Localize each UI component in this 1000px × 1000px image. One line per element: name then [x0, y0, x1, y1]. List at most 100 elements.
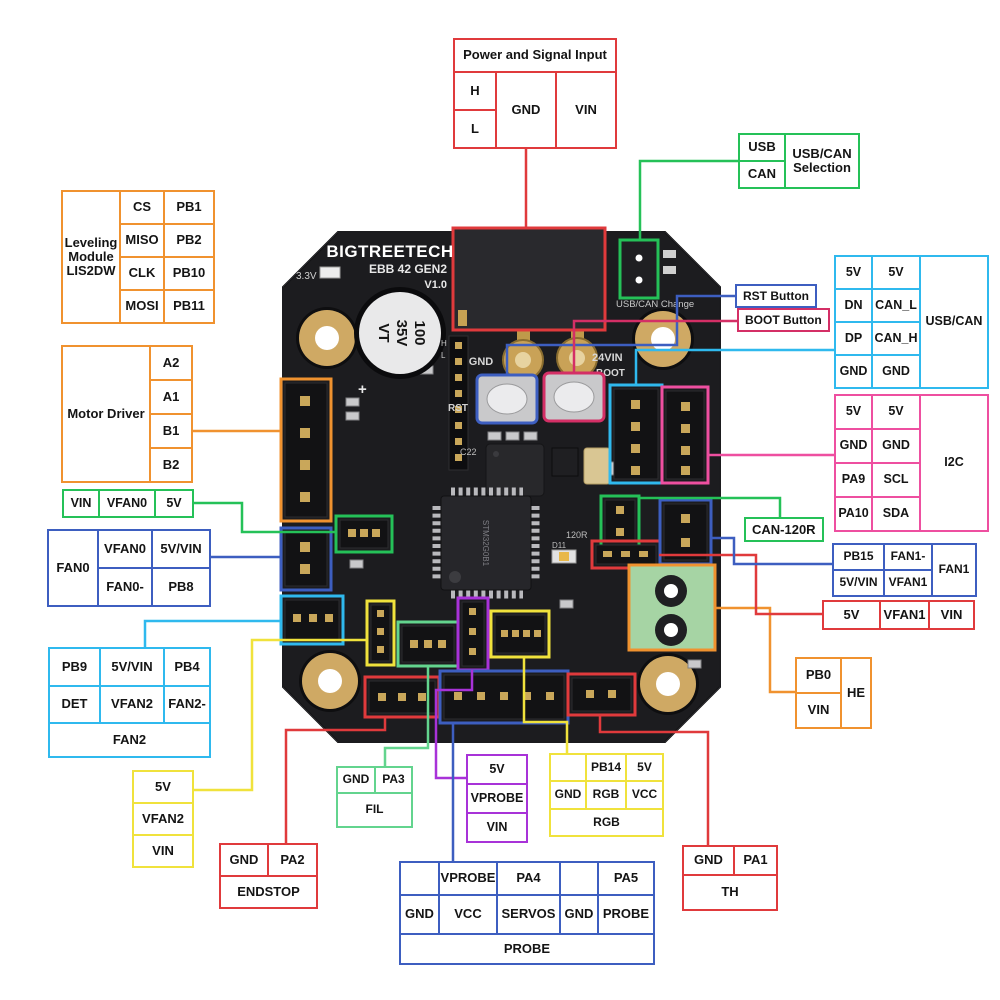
fan0-power-table: VIN VFAN0 5V: [62, 489, 194, 518]
pin-cell: CAN_L: [873, 290, 919, 321]
pin-cell: GND: [873, 430, 919, 462]
model-label: EBB 42 GEN2: [369, 262, 447, 276]
silk-usb-can-change: USB/CAN Change: [616, 299, 694, 310]
silk-l: L: [441, 351, 446, 360]
pin-cell: 5V: [824, 602, 879, 628]
pin-cell: B2: [151, 449, 191, 481]
table-label: Leveling Module LIS2DW: [63, 192, 119, 322]
th-connector: [566, 672, 637, 717]
pin-cell-can: CAN: [740, 162, 784, 187]
version-label: V1.0: [424, 279, 447, 291]
rgb-connector: [489, 609, 551, 659]
line-rst: [505, 294, 735, 375]
pin-cell: FAN2-: [165, 687, 209, 722]
d11-led: [551, 549, 577, 564]
pin-cell: MISO: [121, 225, 163, 256]
pin-cell: GND: [338, 768, 374, 792]
pin-cell: VFAN2: [101, 687, 163, 722]
table-label: TH: [684, 876, 776, 909]
pin-cell: VFAN0: [100, 491, 154, 516]
hl-pin-header: [448, 335, 469, 471]
pin-cell: GND: [836, 430, 871, 462]
leveling-module-table: Leveling Module LIS2DW CS PB1 MISO PB2 C…: [61, 190, 215, 324]
table-label: FAN1: [933, 545, 975, 595]
motor-driver-connector: [279, 377, 333, 523]
pin-cell: 5V: [836, 257, 871, 288]
pin-cell: DN: [836, 290, 871, 321]
electrolytic-capacitor: 100 35V VT +: [354, 287, 446, 398]
endstop-connector: [363, 675, 441, 719]
usb-can-table: 5V 5V USB/CAN DN CAN_L DP CAN_H GND GND: [834, 255, 989, 389]
line-fil: [383, 666, 430, 766]
line-fan2-power: [194, 638, 367, 792]
line-endstop: [284, 717, 387, 843]
pin-cell: 5V: [134, 772, 192, 802]
pin-cell: PB9: [50, 649, 99, 685]
table-label: ENDSTOP: [221, 877, 316, 907]
pin-cell: VIN: [468, 814, 526, 841]
table-label: RGB: [551, 810, 662, 835]
empty-cell: [401, 863, 438, 894]
pin-cell: VPROBE: [440, 863, 496, 894]
pin-cell: CAN_H: [873, 323, 919, 354]
pin-cell: PA3: [376, 768, 411, 792]
pin-cell: 5V/VIN: [101, 649, 163, 685]
he-terminal-block: [627, 563, 717, 652]
line-usb-can-selection: [638, 159, 738, 240]
silk-d11: D11: [552, 541, 567, 550]
probe-connector: [438, 669, 570, 725]
line-fan1: [711, 536, 832, 566]
pin-cell: VCC: [440, 896, 496, 933]
table-label: PROBE: [401, 935, 653, 963]
silk-3v3: 3.3V: [296, 271, 317, 282]
pin-cell: PB1: [165, 192, 213, 223]
pin-cell: VFAN0: [99, 531, 151, 567]
vprobe-connector: [456, 596, 490, 672]
pin-cell: FAN0-: [99, 569, 151, 605]
brand-logo: BIGTREETECH: [326, 242, 453, 261]
fan1-power-table: 5V VFAN1 VIN: [822, 600, 975, 630]
pin-cell: 5V/VIN: [834, 571, 883, 595]
screw-terminal-24vin: [556, 337, 598, 379]
pin-cell: VPROBE: [468, 785, 526, 812]
usb-can-change-connector: [618, 238, 676, 300]
table-label: USB/CAN Selection: [786, 135, 858, 187]
fan0-power-connector: [334, 514, 394, 554]
line-rgb: [522, 657, 569, 753]
silk-rst: RST: [448, 403, 468, 414]
pin-cell: VFAN2: [134, 804, 192, 834]
pin-cell: GND: [684, 847, 733, 874]
usb-can-selection-table: USB USB/CAN Selection CAN: [738, 133, 860, 189]
pin-cell: A1: [151, 381, 191, 413]
pin-cell: SCL: [873, 464, 919, 496]
pin-cell: B1: [151, 415, 191, 447]
pin-cell: GND: [401, 896, 438, 933]
silk-gnd: GND: [469, 356, 494, 368]
power-input-table: Power and Signal Input H GND VIN L: [453, 38, 617, 149]
pin-cell: PA4: [498, 863, 559, 894]
pin-cell: VIN: [930, 602, 973, 628]
table-title: Power and Signal Input: [455, 40, 615, 71]
rgb-table: PB14 5V GND RGB VCC RGB: [549, 753, 664, 837]
line-fan2: [143, 619, 281, 647]
table-label: FAN2: [50, 724, 209, 756]
pin-cell: CS: [121, 192, 163, 223]
fan0-table: FAN0 VFAN0 5V/VIN FAN0- PB8: [47, 529, 211, 607]
cap-label: 100: [411, 320, 428, 345]
pin-cell: 5V: [836, 396, 871, 428]
pin-cell: PA1: [735, 847, 776, 874]
pin-cell: PA10: [836, 498, 871, 530]
boot-button-callout: BOOT Button: [737, 308, 830, 332]
table-label: USB/CAN: [921, 257, 987, 387]
fan2-power-connector: [365, 599, 396, 667]
pin-cell: PB4: [165, 649, 209, 685]
cap-polarity: +: [358, 381, 367, 398]
line-th: [598, 715, 710, 845]
silk-boot: BOOT: [596, 368, 625, 379]
pin-cell: PB15: [834, 545, 883, 569]
pin-cell: SDA: [873, 498, 919, 530]
i2c-table: 5V 5V I2C GND GND PA9 SCL PA10 SDA: [834, 394, 989, 532]
fil-table: GND PA3 FIL: [336, 766, 413, 828]
pin-cell: VFAN1: [885, 571, 931, 595]
